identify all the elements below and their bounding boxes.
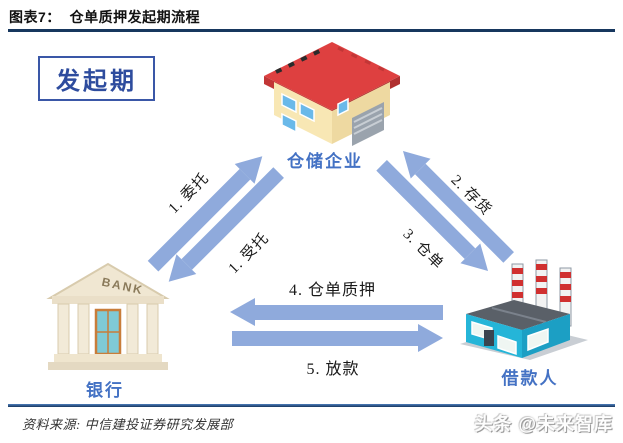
borrower-label: 借款人 xyxy=(501,369,559,388)
figure-title: 图表7： 仓单质押发起期流程 xyxy=(9,9,201,25)
warehouse-icon xyxy=(262,38,402,153)
source-note: 资料来源: 中信建投证券研究发展部 xyxy=(22,417,234,432)
factory-icon xyxy=(452,258,592,365)
bank-icon: BANK xyxy=(42,256,174,381)
watermark: 头条 @未来智库 xyxy=(474,414,613,434)
flow-label-lend: 5. 放款 xyxy=(306,361,360,378)
flow-label-pledge: 4. 仓单质押 xyxy=(288,282,376,299)
arrow-lend xyxy=(232,323,443,353)
bottom-rule xyxy=(8,404,615,407)
warehouse-label: 仓储企业 xyxy=(287,152,363,171)
arrow-pledge xyxy=(230,297,443,327)
stage-badge: 发起期 xyxy=(38,56,155,101)
bank-label: 银行 xyxy=(86,381,124,400)
top-rule xyxy=(8,29,615,32)
